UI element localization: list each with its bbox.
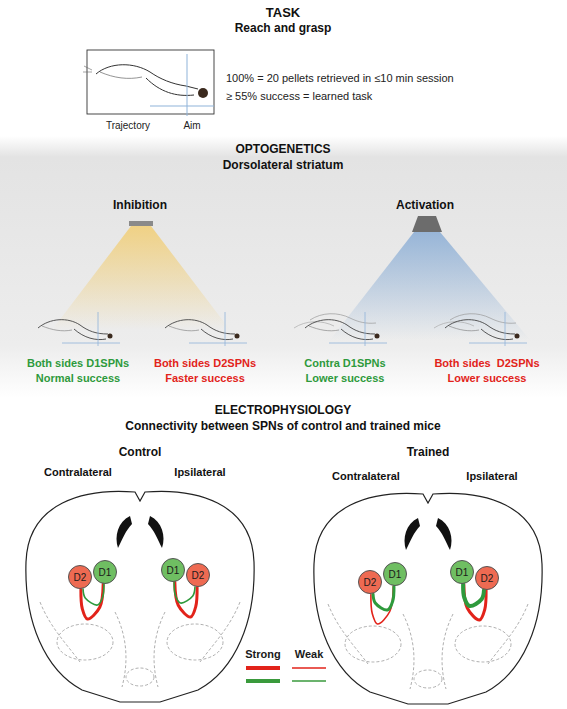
section-heading: ELECTROPHYSIOLOGY [215, 404, 352, 418]
reach-box-illustration-part [96, 65, 198, 89]
cell-type-label: D2 [74, 572, 87, 583]
section-heading: TASK [266, 6, 300, 21]
annotation-label: Trained [407, 446, 450, 460]
reach-panel-part [165, 312, 247, 346]
annotation-label: Inhibition [113, 199, 167, 213]
annotation-label: Control [119, 446, 162, 460]
cell-type-label: D2 [481, 573, 494, 584]
cell-type-label: D2 [192, 570, 205, 581]
cell-type-label: D1 [167, 565, 180, 576]
condition-caption: Faster success [165, 372, 245, 385]
connectivity-curve [464, 584, 486, 620]
annotation-label: Activation [396, 199, 454, 213]
neuron-circle: D1 [93, 560, 117, 584]
reach-panel [38, 312, 527, 346]
annotation-label: Aim [183, 120, 200, 132]
activation-lamp [330, 216, 530, 340]
reach-panel-part [445, 312, 527, 346]
inhibition-lamp [52, 221, 230, 330]
neuron-circle: D2 [475, 566, 499, 590]
activation-lamp-part [412, 216, 442, 232]
neuron-circle: D2 [186, 563, 210, 587]
legend-label: Weak [295, 648, 324, 661]
reach-box-illustration-part [83, 66, 92, 72]
reach-box-illustration [83, 50, 214, 116]
cell-type-label: D1 [99, 567, 112, 578]
connectivity-curve [81, 584, 103, 619]
connectivity-curve [175, 582, 197, 617]
legend-sample-part [292, 680, 326, 681]
neuron-circle: D1 [450, 560, 474, 584]
annotation-label: ≥ 55% success = learned task [226, 90, 372, 103]
cell-type-label: D2 [364, 577, 377, 588]
annotation-label: Contralateral [332, 470, 400, 483]
condition-caption: Lower success [448, 372, 527, 385]
condition-caption: Contra D1SPNs [304, 357, 385, 370]
legend-label: Strong [245, 648, 280, 661]
reach-panel-part [294, 314, 376, 328]
condition-caption: Normal success [36, 372, 120, 385]
annotation-label: 100% = 20 pellets retrieved in ≤10 min s… [226, 72, 454, 85]
neuron-circle: D2 [358, 570, 382, 594]
condition-caption: Lower success [306, 372, 385, 385]
reach-box-illustration-part [187, 54, 188, 116]
condition-caption: Both sides D1SPNs [27, 357, 129, 370]
section-heading: Connectivity between SPNs of control and… [125, 420, 440, 434]
annotation-label: Ipsilateral [174, 466, 225, 479]
brain-slice [26, 491, 542, 704]
brain-slice-part [26, 491, 254, 702]
neuron-circle: D1 [383, 562, 407, 586]
legend-sample-part [246, 666, 280, 670]
reach-panel-part [305, 312, 387, 346]
cell-type-label: D1 [456, 567, 469, 578]
section-heading: Reach and grasp [235, 22, 332, 36]
brain-slice-part [314, 493, 542, 704]
annotation-label: Ipsilateral [466, 470, 517, 483]
cell-type-label: D1 [389, 569, 402, 580]
reach-panel-part [434, 314, 516, 328]
condition-caption: Both sides D2SPNs [434, 357, 539, 370]
optogenetics-band [0, 136, 567, 398]
legend-sample [246, 668, 326, 681]
inhibition-lamp-part [52, 226, 230, 330]
section-heading: OPTOGENETICS [235, 143, 330, 157]
reach-panel-part [38, 312, 120, 346]
neuron-circle: D1 [161, 558, 185, 582]
activation-lamp-part [330, 232, 530, 340]
reach-box-illustration-part [87, 50, 214, 114]
reach-box-illustration-part [150, 106, 214, 107]
annotation-label: Trajectory [106, 120, 150, 132]
inhibition-lamp-part [129, 221, 153, 226]
condition-caption: Both sides D2SPNs [154, 357, 256, 370]
legend-sample-part [292, 667, 326, 668]
legend-sample-part [246, 679, 280, 683]
reach-box-illustration-part [198, 88, 208, 98]
annotation-label: Contralateral [44, 466, 112, 479]
neuron-circle: D2 [68, 565, 92, 589]
section-heading: Dorsolateral striatum [223, 159, 344, 173]
connectivity-curve [83, 584, 104, 605]
reach-box-illustration-part [100, 72, 142, 78]
